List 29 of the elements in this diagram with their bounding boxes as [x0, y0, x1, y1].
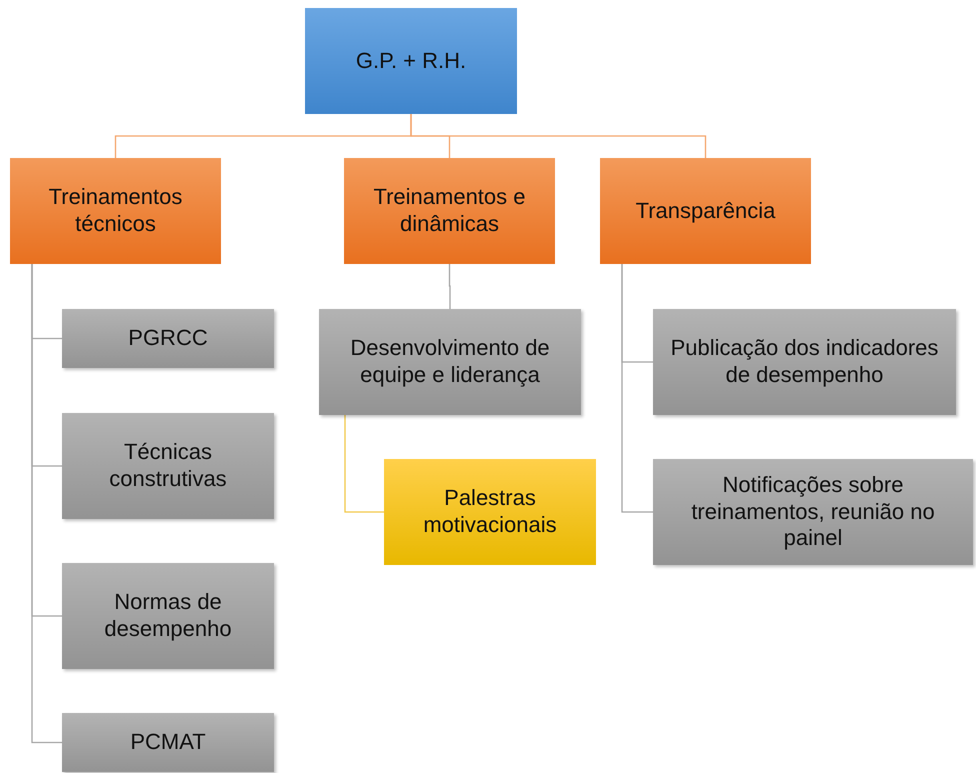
connector-line	[410, 114, 706, 158]
process-box	[10, 158, 221, 264]
box-label: Desenvolvimento de equipe e liderança	[349, 335, 551, 389]
connector-line	[31, 264, 62, 744]
box-label: Treinamentos técnicos	[48, 184, 184, 238]
process-box	[305, 8, 517, 114]
box-label: Normas de desempenho	[103, 589, 233, 643]
process-box	[653, 459, 973, 565]
box-label: Publicação dos indicadores de desempenho	[670, 335, 940, 389]
connector-line	[344, 415, 384, 513]
box-label: PGRCC	[128, 325, 208, 352]
process-box	[62, 563, 274, 669]
box-label: Transparência	[636, 198, 776, 224]
process-box	[62, 413, 274, 519]
process-box	[653, 309, 956, 415]
box-label: Notificações sobre treinamentos, reunião no painel	[690, 472, 936, 552]
process-box	[344, 158, 555, 264]
box-label: PCMAT	[130, 729, 206, 756]
process-box	[62, 713, 274, 772]
box-label: Técnicas construtivas	[108, 439, 228, 493]
connector-line	[621, 264, 653, 513]
process-box	[319, 309, 581, 415]
process-box	[600, 158, 811, 264]
box-label: Palestras motivacionais	[422, 485, 558, 539]
process-box	[62, 309, 274, 368]
process-box	[384, 459, 596, 565]
connector-line	[448, 264, 451, 309]
box-label: Treinamentos e dinâmicas	[372, 184, 527, 238]
box-label: G.P. + R.H.	[356, 48, 466, 74]
